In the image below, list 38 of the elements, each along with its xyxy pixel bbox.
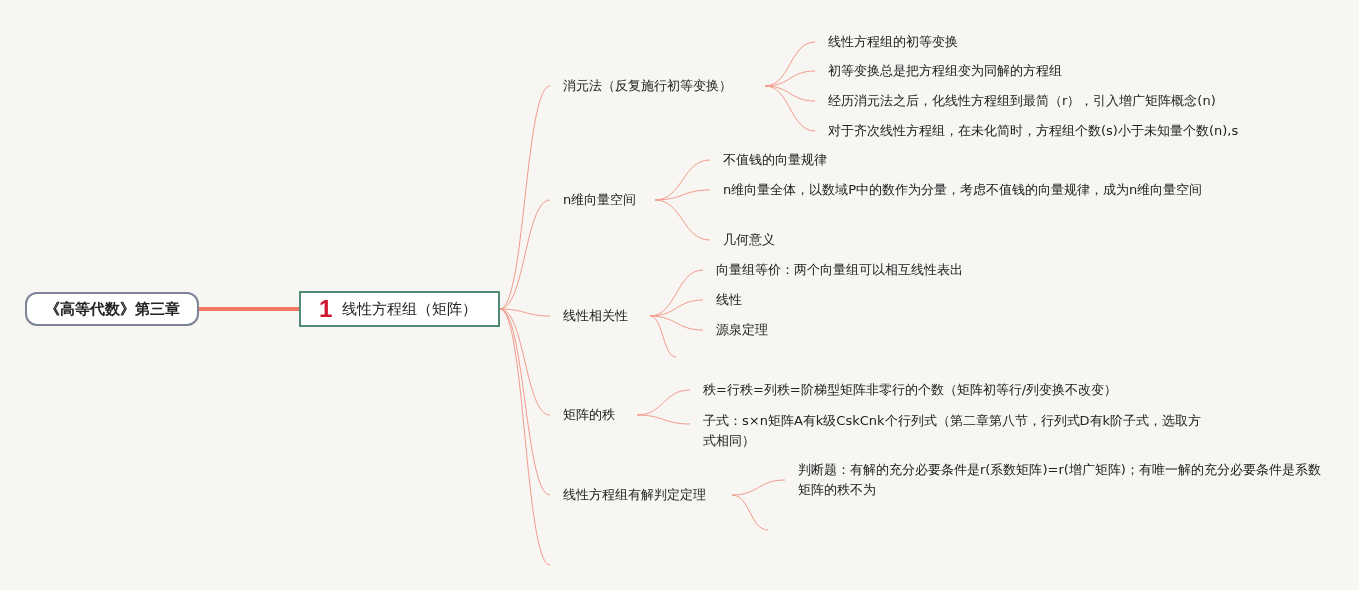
branch-topic-text: 消元法（反复施行初等变换） xyxy=(550,76,765,96)
topic-number: 1 xyxy=(319,299,333,319)
leaf-note-text: 初等变换总是把方程组变为同解的方程组 xyxy=(815,61,1115,81)
branch-connector xyxy=(654,189,711,201)
leaf-note-text: 判断题：有解的充分必要条件是r(系数矩阵)=r(增广矩阵)；有唯一解的充分必要条件是系数矩阵的秩不为 xyxy=(785,460,1325,500)
branch-connector xyxy=(654,199,711,241)
leaf-note-text: 几何意义 xyxy=(710,230,830,250)
leaf-note-text: 向量组等价：两个向量组可以相互线性表出 xyxy=(703,260,1023,280)
branch-connector xyxy=(731,494,769,531)
root-topic-box xyxy=(25,292,199,326)
branch-connector xyxy=(199,307,299,311)
branch-connector xyxy=(499,308,551,496)
leaf-note-text: 秩=行秩=列秩=阶梯型矩阵非零行的个数（矩阵初等行/列变换不改变） xyxy=(690,380,1180,400)
branch-connector xyxy=(764,85,816,132)
leaf-note-text: 对于齐次线性方程组，在未化简时，方程组个数(s)小于未知量个数(n),s xyxy=(815,121,1350,141)
branch-connector xyxy=(499,308,551,566)
topic-title: 线性方程组（矩阵） xyxy=(342,299,478,319)
branch-connector xyxy=(499,85,551,310)
branch-connector xyxy=(764,85,816,102)
leaf-note-text: 线性方程组的初等变换 xyxy=(815,32,1075,52)
branch-connector xyxy=(636,414,691,425)
leaf-note-text: n维向量全体，以数域P中的数作为分量，考虑不值钱的向量规律，成为n维向量空间 xyxy=(710,180,1230,220)
branch-connector xyxy=(649,299,704,317)
leaf-note-text: 子式：s×n矩阵A有k级CskCnk个行列式（第二章第八节，行列式D有k阶子式，选取方式相同） xyxy=(690,411,1205,451)
leaf-note-text: 线性 xyxy=(703,290,783,310)
branch-connector xyxy=(764,70,816,87)
branch-topic-text: 矩阵的秩 xyxy=(550,405,637,425)
leaf-note-text: 经历消元法之后，化线性方程组到最简（r），引入增广矩阵概念(n) xyxy=(815,91,1275,111)
branch-connector xyxy=(731,479,786,496)
branch-topic-text: n维向量空间 xyxy=(550,190,655,210)
branch-topic-text: 线性相关性 xyxy=(550,306,650,326)
branch-connector xyxy=(649,315,677,358)
topic-title: 《高等代数》第三章 xyxy=(44,299,180,319)
leaf-note-text: 源泉定理 xyxy=(703,320,813,340)
main-topic-box xyxy=(299,291,500,327)
branch-connector xyxy=(649,315,704,331)
leaf-note-text: 不值钱的向量规律 xyxy=(710,150,930,170)
branch-topic-text: 线性方程组有解判定定理 xyxy=(550,485,732,505)
